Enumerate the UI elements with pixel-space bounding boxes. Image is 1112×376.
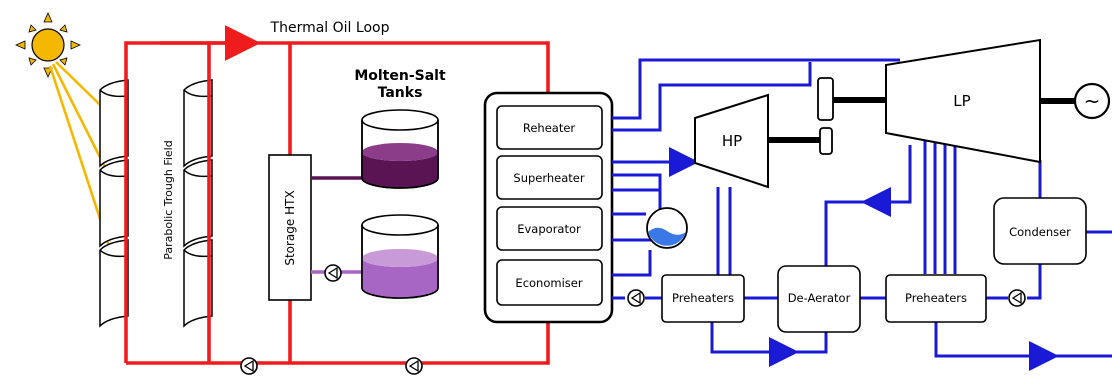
- pump-icon: [324, 264, 342, 282]
- thermal-oil-loop-label: Thermal Oil Loop: [270, 20, 390, 36]
- preheater-1: [661, 274, 745, 323]
- preheater-2: [885, 274, 987, 323]
- condenser: [993, 197, 1087, 265]
- hp-turbine: [694, 93, 769, 189]
- steam-generator-sections: [496, 105, 603, 306]
- cold-salt-tank: [311, 214, 439, 299]
- lp-label: LP: [953, 92, 970, 110]
- deaerator-label: De-Aerator: [788, 291, 851, 305]
- evaporator-label: Evaporator: [517, 222, 581, 236]
- economiser-label: Economiser: [515, 276, 582, 290]
- shaft-coupling-icon: [768, 77, 886, 155]
- pump-icon: [405, 357, 423, 375]
- pump-icon: [627, 289, 645, 307]
- superheater-label: Superheater: [513, 171, 584, 185]
- water-steam-lines: [612, 58, 1112, 371]
- hot-salt-tank: [311, 109, 439, 189]
- reheater-label: Reheater: [523, 121, 576, 135]
- lp-turbine: [885, 38, 1041, 164]
- generator-symbol: ~: [1084, 89, 1101, 113]
- hp-label: HP: [722, 132, 742, 150]
- sun-icon: [15, 12, 81, 78]
- tanks-label-line2: Tanks: [378, 85, 423, 101]
- preheater-2-label: Preheaters: [905, 291, 967, 305]
- pump-icon: [1008, 289, 1026, 307]
- pump-icon: [240, 357, 258, 375]
- generator-icon: ~: [1073, 82, 1111, 120]
- tanks-label-line1: Molten-Salt: [354, 68, 446, 84]
- drum-icon: [646, 207, 688, 249]
- condenser-label: Condenser: [1009, 225, 1071, 239]
- deaerator: [777, 265, 861, 333]
- trough-field-label: Parabolic Trough Field: [162, 140, 175, 259]
- preheater-1-label: Preheaters: [672, 291, 734, 305]
- thermal-oil-loop: [124, 25, 550, 365]
- parabolic-trough-field: [99, 79, 213, 328]
- storage-htx-label: Storage HTX: [283, 190, 297, 265]
- storage-htx: [268, 154, 312, 301]
